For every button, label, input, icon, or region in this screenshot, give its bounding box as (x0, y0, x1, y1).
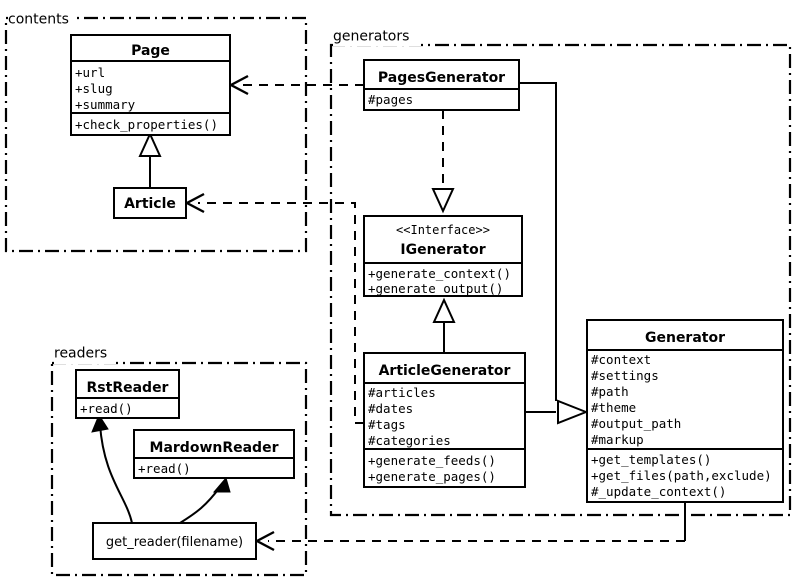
class-generator-attribute: #theme (591, 400, 636, 415)
class-igenerator-stereotype: <<Interface>> (396, 223, 490, 237)
package-contents: contents (4, 10, 308, 253)
function-get-reader-label: get_reader(filename) (106, 535, 243, 550)
curved-arrowhead-rstreader (91, 413, 109, 433)
class-pages-generator[interactable]: PagesGenerator #pages (363, 59, 520, 111)
class-page-box (70, 34, 231, 136)
edge-article-inherits-page (138, 131, 162, 188)
edge-articlegenerator-uses-article (184, 192, 364, 424)
class-article-generator-attribute: #articles (368, 385, 436, 400)
edge-pagesgen-generator-line (519, 82, 557, 401)
package-generators-label-bg (333, 29, 421, 46)
edge-articlegenerator-aggregates-generator (525, 399, 589, 425)
edge-pagesgenerator-aggregates-generator (519, 82, 557, 401)
class-page-name: Page (131, 43, 170, 59)
package-generators-border (329, 43, 792, 517)
class-pages-generator-attribute: #pages (368, 92, 413, 107)
package-readers: readers (50, 346, 308, 577)
class-article[interactable]: Article (113, 187, 187, 219)
class-rst-reader-name: RstReader (87, 380, 169, 396)
edge-artgen-article-line (198, 202, 364, 424)
class-mardown-reader[interactable]: MardownReader +read() (133, 429, 295, 479)
class-igenerator-name: IGenerator (400, 242, 485, 258)
class-rst-reader-box (75, 369, 180, 419)
package-contents-label: contents (8, 12, 69, 28)
class-generator-attribute: #output_path (591, 416, 681, 431)
class-article-generator-name: ArticleGenerator (379, 363, 511, 379)
class-igenerator-operation: +generate_output() (368, 281, 503, 296)
package-contents-label-bg (8, 10, 72, 26)
class-generator-name: Generator (645, 330, 725, 346)
function-get-reader[interactable]: get_reader(filename) (92, 522, 257, 560)
class-article-generator-attribute: #categories (368, 433, 451, 448)
class-article-name: Article (124, 196, 176, 212)
class-igenerator[interactable]: <<Interface>> IGenerator +generate_conte… (363, 215, 523, 297)
class-page-attribute: +summary (75, 97, 136, 112)
class-generator-operation: #_update_context() (591, 484, 726, 499)
edge-get-reader-returns-rstreader (91, 413, 133, 524)
package-readers-border (50, 361, 308, 577)
class-article-generator[interactable]: ArticleGenerator #articles #dates #tags … (363, 352, 526, 488)
class-igenerator-operation: +generate_context() (368, 266, 511, 281)
package-readers-label: readers (54, 346, 107, 362)
class-page-attribute: +slug (75, 81, 113, 96)
edge-generator-uses-get-reader (254, 502, 686, 552)
edge-getreader-rstreader-curve (99, 424, 133, 524)
aggregation-arrowhead-generator (557, 399, 589, 425)
class-page[interactable]: Page +url +slug +summary +check_properti… (70, 34, 231, 136)
class-article-generator-operation: +generate_feeds() (368, 453, 496, 468)
class-generator-attribute: #path (591, 384, 629, 399)
class-igenerator-box (363, 215, 523, 297)
dependency-arrowhead-get-reader (254, 530, 275, 552)
class-pages-generator-box (363, 59, 520, 111)
class-pages-generator-name: PagesGenerator (378, 70, 505, 86)
class-mardown-reader-name: MardownReader (150, 440, 279, 456)
package-readers-label-bg (54, 346, 116, 364)
package-generators: generators (329, 29, 792, 517)
dependency-arrowhead-article (184, 192, 205, 214)
edge-pagesgenerator-uses-page (228, 74, 364, 96)
class-generator-attribute: #context (591, 352, 651, 367)
curved-arrowhead-mardownreader (212, 476, 231, 493)
class-article-box (113, 187, 187, 219)
class-generator-attribute: #markup (591, 432, 644, 447)
edge-pagesgenerator-implements-igenerator (431, 110, 455, 214)
class-article-generator-operation: +generate_pages() (368, 469, 496, 484)
class-page-operation: +check_properties() (75, 117, 218, 132)
class-article-generator-attribute: #dates (368, 401, 413, 416)
class-mardown-reader-box (133, 429, 295, 479)
class-generator-operation: +get_files(path,exclude) (591, 468, 772, 483)
edge-articlegenerator-implements-igenerator (432, 297, 456, 353)
class-generator[interactable]: Generator #context #settings #path #them… (586, 319, 784, 503)
function-get-reader-box (92, 522, 257, 560)
class-generator-operation: +get_templates() (591, 452, 711, 467)
edge-get-reader-returns-mardownreader (179, 476, 231, 524)
class-page-attribute: +url (75, 65, 105, 80)
class-rst-reader-operation: +read() (80, 401, 133, 416)
generalization-arrowhead-igenerator (432, 297, 456, 323)
package-generators-label: generators (333, 29, 409, 45)
realization-arrowhead-igenerator (431, 188, 455, 214)
package-contents-border (4, 16, 308, 253)
generalization-arrowhead-page (138, 131, 162, 157)
class-rst-reader[interactable]: RstReader +read() (75, 369, 180, 419)
class-mardown-reader-operation: +read() (138, 461, 191, 476)
class-article-generator-box (363, 352, 526, 488)
class-article-generator-attribute: #tags (368, 417, 406, 432)
class-generator-attribute: #settings (591, 368, 659, 383)
